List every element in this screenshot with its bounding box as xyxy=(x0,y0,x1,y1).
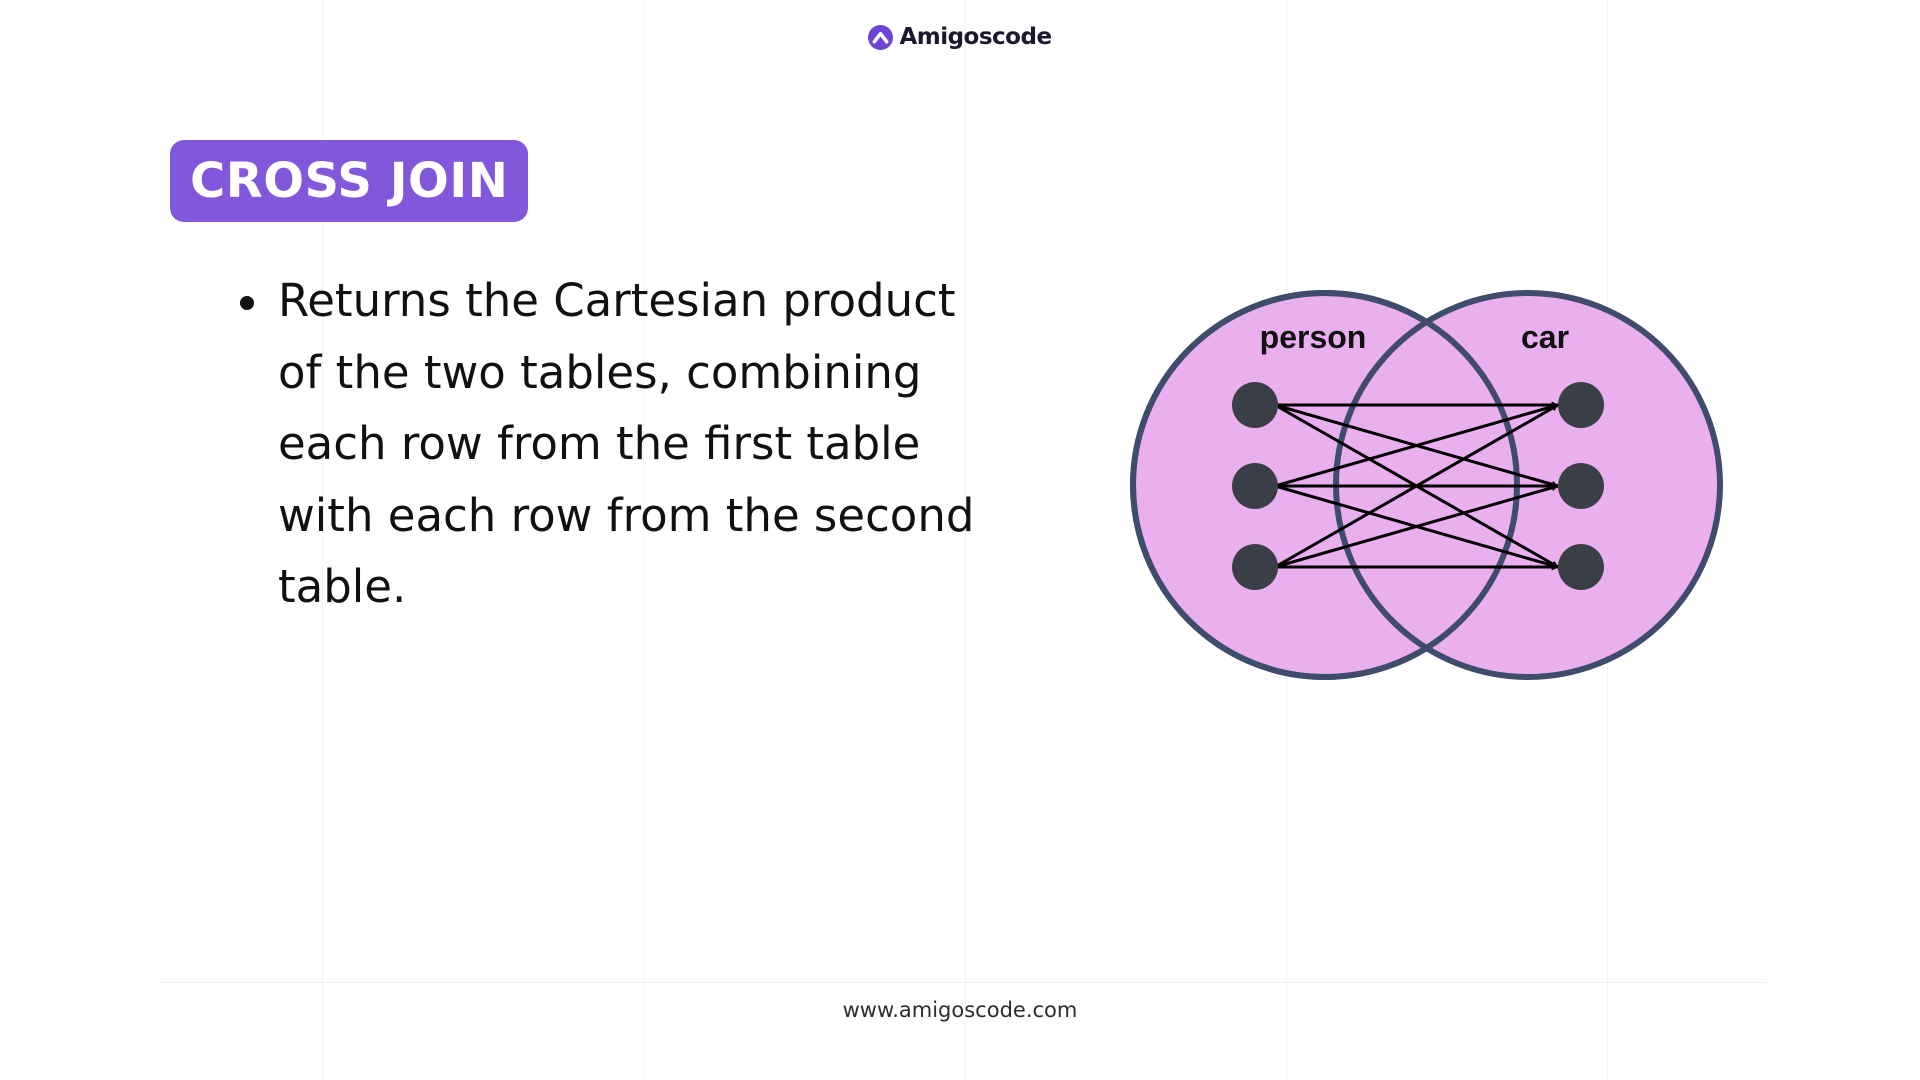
cross-join-arrow xyxy=(1274,403,1559,569)
brand-header: Amigoscode xyxy=(0,24,1920,50)
car-row-dot xyxy=(1558,463,1604,509)
bullet-dot-icon xyxy=(240,296,254,310)
footer-url: www.amigoscode.com xyxy=(842,998,1078,1022)
bullet-list: Returns the Cartesian product of the two… xyxy=(236,265,996,623)
row-dots xyxy=(1232,382,1604,590)
page-title: CROSS JOIN xyxy=(190,153,509,209)
brand-name: Amigoscode xyxy=(899,24,1052,50)
car-row-dot xyxy=(1558,544,1604,590)
cross-join-arrow xyxy=(1274,484,1559,569)
cross-join-arrow xyxy=(1274,403,1559,488)
amigoscode-logo-icon xyxy=(868,24,894,50)
bullet-item: Returns the Cartesian product of the two… xyxy=(236,265,996,623)
person-row-dot xyxy=(1232,382,1278,428)
left-table-label: person xyxy=(1260,319,1367,355)
title-badge: CROSS JOIN xyxy=(170,140,529,222)
grid-line xyxy=(965,0,966,1080)
bullet-text: Returns the Cartesian product of the two… xyxy=(278,274,975,613)
grid-line xyxy=(643,0,644,1080)
person-row-dot xyxy=(1232,544,1278,590)
grid-line xyxy=(322,0,323,1080)
cross-join-arrows xyxy=(1274,401,1559,571)
right-table-label: car xyxy=(1521,319,1569,355)
cross-join-venn-diagram: person car xyxy=(1130,290,1723,680)
footer-divider xyxy=(160,982,1766,983)
car-row-dot xyxy=(1558,382,1604,428)
person-row-dot xyxy=(1232,463,1278,509)
